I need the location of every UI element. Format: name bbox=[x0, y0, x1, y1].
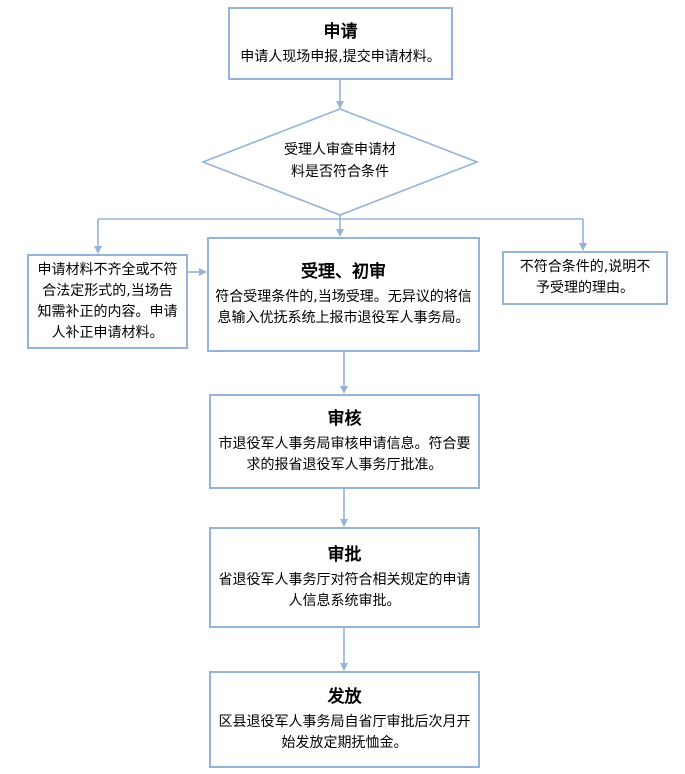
node-decision-label: 受理人审查申请材 料是否符合条件 bbox=[284, 142, 396, 180]
node-approve: 审批 省退役军人事务厅对符合相关规定的申请人信息系统审批。 bbox=[209, 527, 480, 628]
node-supplement: 申请材料不齐全或不符合法定形式的,当场告知需补正的内容。申请人补正申请材料。 bbox=[27, 254, 188, 349]
node-issue-body: 区县退役军人事务局自省厅审批后次月开始发放定期抚恤金。 bbox=[218, 714, 471, 751]
node-review-body: 市退役军人事务局审核申请信息。符合要求的报省退役军人事务厅批准。 bbox=[218, 436, 471, 473]
node-accept-title: 受理、初审 bbox=[301, 262, 386, 282]
node-accept-body: 符合受理条件的,当场受理。无异议的将信息输入优抚系统上报市退役军人事务局。 bbox=[215, 289, 472, 326]
node-approve-title: 审批 bbox=[327, 545, 362, 565]
node-approve-body: 省退役军人事务厅对符合相关规定的申请人信息系统审批。 bbox=[218, 572, 471, 609]
node-review: 审核 市退役军人事务局审核申请信息。符合要求的报省退役军人事务厅批准。 bbox=[209, 394, 480, 489]
node-issue: 发放 区县退役军人事务局自省厅审批后次月开始发放定期抚恤金。 bbox=[209, 671, 480, 768]
node-reject: 不符合条件的,说明不予受理的理由。 bbox=[502, 251, 668, 305]
node-reject-body: 不符合条件的,说明不予受理的理由。 bbox=[519, 259, 651, 296]
node-apply-body: 申请人现场申报,提交申请材料。 bbox=[240, 48, 441, 65]
node-review-title: 审核 bbox=[327, 409, 362, 429]
node-issue-title: 发放 bbox=[327, 687, 362, 707]
node-apply: 申请 申请人现场申报,提交申请材料。 bbox=[228, 7, 453, 80]
node-accept: 受理、初审 符合受理条件的,当场受理。无异议的将信息输入优抚系统上报市退役军人事… bbox=[207, 237, 480, 352]
node-apply-title: 申请 bbox=[323, 21, 358, 42]
node-supplement-body: 申请材料不齐全或不符合法定形式的,当场告知需补正的内容。申请人补正申请材料。 bbox=[37, 261, 178, 341]
